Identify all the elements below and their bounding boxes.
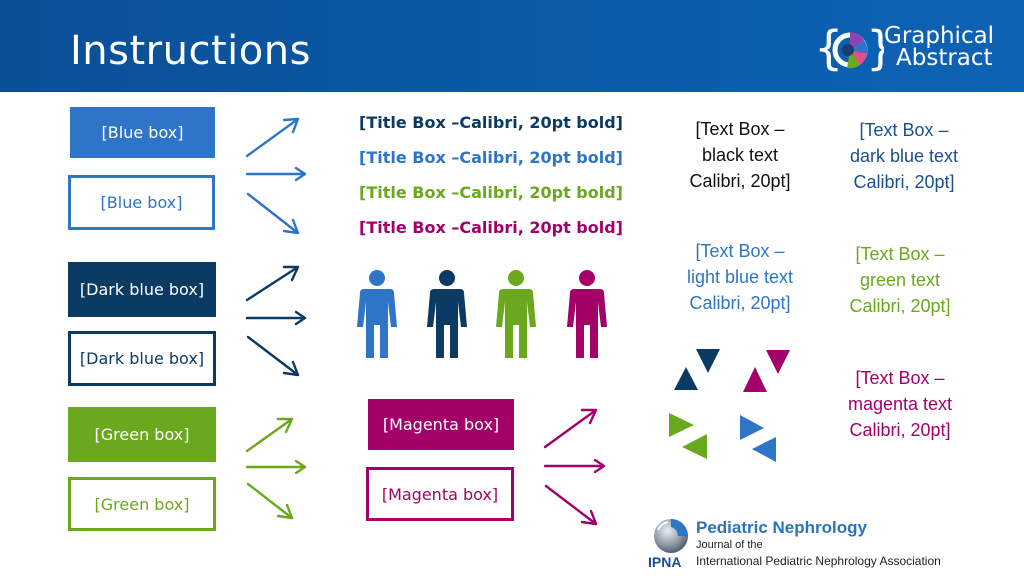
person-figure-magenta-icon bbox=[567, 270, 607, 358]
title-sample-green: [Title Box –Calibri, 20pt bold] bbox=[359, 183, 623, 202]
box-label: [Dark blue box] bbox=[79, 349, 205, 368]
ipna-abbreviation: IPNA bbox=[648, 554, 682, 570]
text-sample-light-blue: [Text Box – light blue text Calibri, 20p… bbox=[664, 238, 816, 316]
text-line: light blue text bbox=[686, 267, 794, 287]
box-label: [Green box] bbox=[94, 494, 190, 514]
title-sample-blue: [Title Box –Calibri, 20pt bold] bbox=[359, 148, 623, 167]
text-line: dark blue text bbox=[849, 146, 959, 166]
person-figure-green-icon bbox=[496, 270, 536, 358]
person-figure-blue-icon bbox=[357, 270, 397, 358]
text-line: Calibri, 20pt] bbox=[853, 172, 955, 192]
triangle-right-green bbox=[669, 413, 694, 437]
header-bar: Instructions { } Graphical Abstract bbox=[0, 0, 1024, 92]
box-label: [Magenta box] bbox=[382, 415, 500, 434]
triangle-down-dark-blue bbox=[696, 349, 720, 373]
page-title: Instructions bbox=[70, 28, 311, 74]
text-line: Calibri, 20pt] bbox=[689, 171, 791, 191]
dark-blue-box-filled: [Dark blue box] bbox=[68, 262, 216, 317]
person-figures bbox=[357, 270, 607, 358]
box-label: [Blue box] bbox=[100, 193, 183, 212]
svg-text:{: { bbox=[814, 21, 843, 75]
box-label: [Magenta box] bbox=[381, 484, 499, 504]
logo-text-line2: Abstract bbox=[896, 45, 993, 71]
box-label: [Green box] bbox=[94, 425, 190, 444]
text-line: magenta text bbox=[847, 394, 953, 414]
triangle-up-magenta bbox=[743, 367, 767, 392]
ipna-journal-logo: IPNA Pediatric Nephrology Journal of the… bbox=[644, 514, 1014, 574]
text-line: [Text Box – bbox=[855, 244, 945, 264]
magenta-box-outlined: [Magenta box] bbox=[366, 467, 514, 521]
green-box-filled: [Green box] bbox=[68, 407, 216, 462]
triangle-decorations bbox=[669, 349, 790, 462]
text-line: Calibri, 20pt] bbox=[849, 296, 951, 316]
svg-text:}: } bbox=[866, 21, 884, 75]
title-sample-dark-blue: [Title Box –Calibri, 20pt bold] bbox=[359, 113, 623, 132]
globe-icon bbox=[654, 519, 688, 553]
triangle-up-dark-blue bbox=[674, 367, 698, 390]
triangle-left-blue bbox=[752, 437, 776, 462]
magenta-box-filled: [Magenta box] bbox=[368, 399, 514, 450]
text-line: [Text Box – bbox=[859, 120, 949, 140]
triangle-left-green bbox=[682, 434, 707, 459]
dark-blue-box-outlined: [Dark blue box] bbox=[68, 331, 216, 386]
title-sample-magenta: [Title Box –Calibri, 20pt bold] bbox=[359, 218, 623, 237]
green-arrows bbox=[245, 417, 307, 520]
journal-subtitle-line2: International Pediatric Nephrology Assoc… bbox=[696, 554, 941, 568]
green-box-outlined: [Green box] bbox=[68, 477, 216, 531]
blue-box-filled: [Blue box] bbox=[70, 107, 215, 158]
box-label: [Dark blue box] bbox=[79, 280, 205, 299]
triangle-down-magenta bbox=[766, 350, 790, 374]
text-sample-dark-blue: [Text Box – dark blue text Calibri, 20pt… bbox=[826, 117, 982, 195]
text-line: black text bbox=[701, 145, 779, 165]
journal-title: Pediatric Nephrology bbox=[696, 518, 867, 537]
text-line: green text bbox=[859, 270, 941, 290]
dark-blue-arrows bbox=[245, 265, 307, 377]
blue-arrows bbox=[245, 117, 307, 235]
blue-box-outlined: [Blue box] bbox=[68, 175, 215, 230]
person-figure-dark-blue-icon bbox=[427, 270, 467, 358]
text-line: Calibri, 20pt] bbox=[849, 420, 951, 440]
magenta-arrows bbox=[543, 408, 606, 526]
text-sample-black: [Text Box – black text Calibri, 20pt] bbox=[668, 116, 812, 194]
logo-text-line1: Graphical bbox=[884, 23, 995, 49]
journal-subtitle-line1: Journal of the bbox=[696, 539, 763, 551]
graphical-abstract-emblem-icon: { } bbox=[814, 21, 884, 75]
text-line: [Text Box – bbox=[695, 241, 785, 261]
text-sample-magenta: [Text Box – magenta text Calibri, 20pt] bbox=[826, 365, 974, 443]
graphical-abstract-logo: { } Graphical Abstract bbox=[812, 18, 1012, 78]
text-sample-green: [Text Box – green text Calibri, 20pt] bbox=[826, 241, 974, 319]
text-line: [Text Box – bbox=[855, 368, 945, 388]
triangle-right-blue bbox=[740, 415, 764, 440]
box-label: [Blue box] bbox=[101, 123, 184, 142]
text-line: Calibri, 20pt] bbox=[689, 293, 791, 313]
text-line: [Text Box – bbox=[695, 119, 785, 139]
